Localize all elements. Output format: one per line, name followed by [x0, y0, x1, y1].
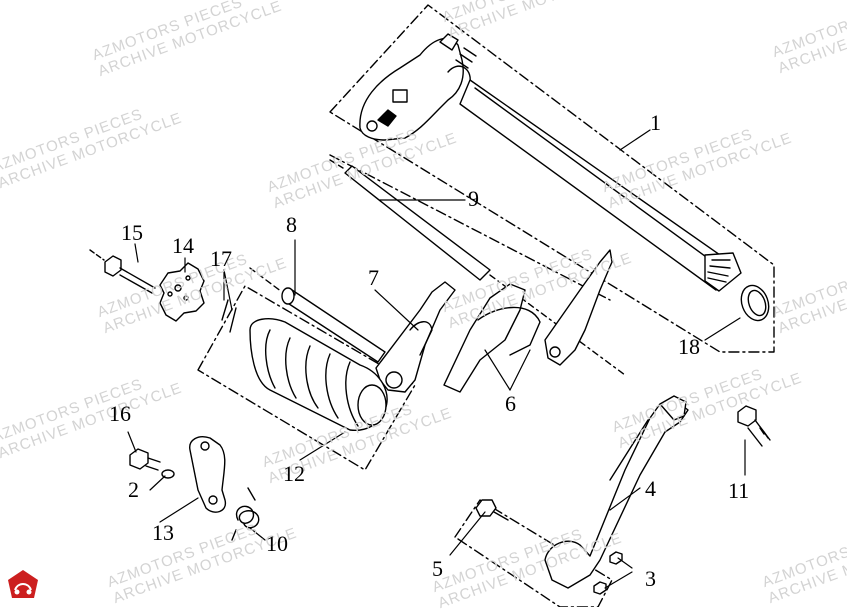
label-part-5: 5	[432, 556, 443, 581]
label-part-13: 13	[152, 520, 174, 545]
label-part-11: 11	[728, 478, 750, 503]
part-7-shift-fork	[375, 281, 456, 393]
label-part-12: 12	[283, 461, 305, 486]
group-box-shift-shaft	[329, 4, 775, 353]
part-11-bolt	[737, 405, 771, 447]
part-12-shift-drum	[249, 318, 388, 432]
label-part-2: 2	[128, 477, 139, 502]
part-15-bolt	[89, 249, 156, 294]
azmotors-logo-icon	[8, 570, 38, 598]
group-box-pedal	[454, 499, 613, 607]
part-10-spring	[231, 487, 260, 541]
part-5-pedal-bolt	[475, 499, 509, 521]
part-8-short-shaft	[249, 267, 386, 363]
label-part-15: 15	[121, 220, 143, 245]
part-6-shift-forks	[443, 249, 613, 393]
part-13-stopper-arm	[189, 436, 227, 513]
leader-lines	[127, 129, 746, 589]
part-14-star-plate	[159, 262, 205, 322]
label-part-1: 1	[650, 110, 661, 135]
part-17-pins	[221, 299, 237, 333]
label-part-14: 14	[172, 233, 194, 258]
part-1-shift-shaft	[359, 33, 742, 292]
label-part-10: 10	[266, 531, 288, 556]
label-part-18: 18	[678, 334, 700, 359]
group-box-drum	[197, 285, 416, 471]
label-part-17: 17	[210, 246, 232, 271]
label-part-6: 6	[505, 391, 516, 416]
label-part-9: 9	[468, 186, 479, 211]
label-part-3: 3	[645, 566, 656, 591]
part-18-seal-ring	[740, 284, 770, 322]
part-16-bolt	[129, 448, 161, 471]
label-part-7: 7	[368, 265, 379, 290]
part-3-bolts	[593, 551, 623, 595]
label-part-4: 4	[645, 476, 656, 501]
group-box-guide	[329, 154, 611, 301]
label-part-16: 16	[109, 401, 131, 426]
part-4-gear-pedal	[544, 395, 689, 589]
label-part-8: 8	[286, 212, 297, 237]
